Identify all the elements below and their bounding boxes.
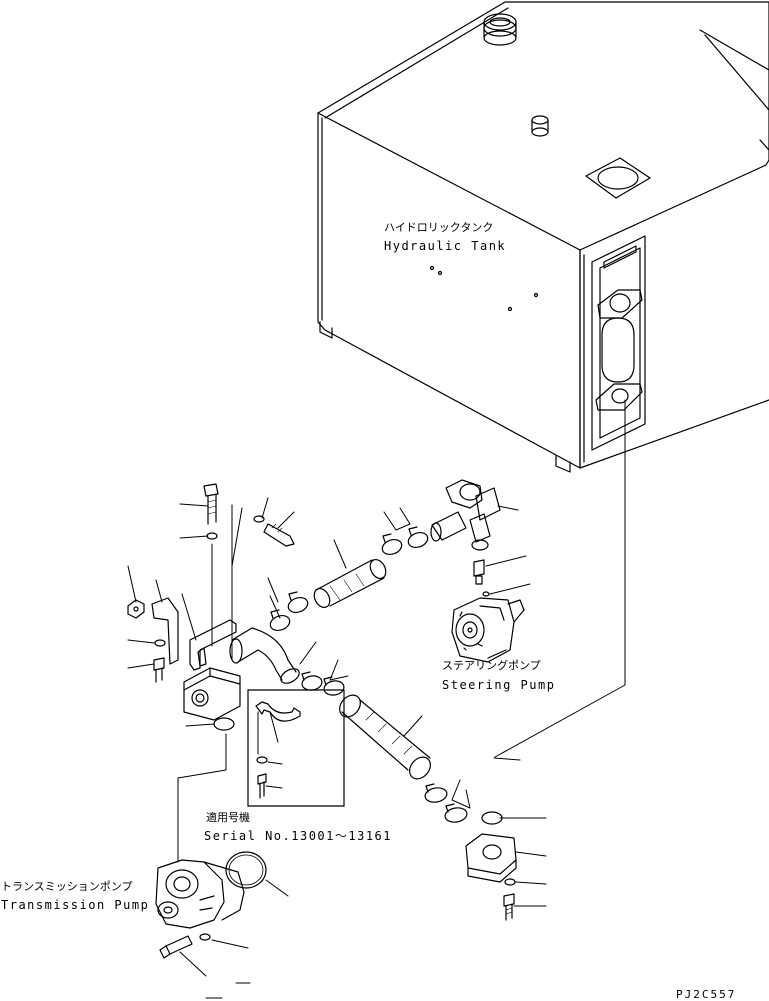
bolt-top-left <box>203 483 219 525</box>
elbow-pipe <box>229 627 300 684</box>
filler-cap <box>483 13 517 46</box>
bolt-top-mid <box>263 523 295 547</box>
serial-box <box>247 689 345 807</box>
bracket-left <box>151 597 179 665</box>
hose-clamp-lower-c <box>424 783 448 803</box>
hydraulic-tank-label-jp: ハイドロリックタンク <box>384 221 494 234</box>
breather <box>531 115 549 137</box>
hydraulic-tank-label-en: Hydraulic Tank <box>384 239 507 253</box>
figure-code: PJ2C557 <box>676 988 737 1001</box>
steering-fitting <box>473 559 485 585</box>
mounting-block <box>183 667 241 721</box>
transmission-bolt <box>159 935 193 959</box>
transmission-pump-label-jp: トランスミッションポンプ <box>1 880 133 893</box>
hose-clamp-mid-b <box>287 591 309 614</box>
serial-label-jp: 適用号機 <box>206 811 250 824</box>
steering-pump-label-jp: ステアリングポンプ <box>442 659 541 672</box>
nut-left <box>127 599 145 619</box>
flange-o-ring <box>481 811 503 825</box>
inspection-cover <box>585 157 651 199</box>
hose-clamp-mid-a <box>269 609 291 632</box>
support-bracket <box>189 619 237 671</box>
hose-clamp-upper-b <box>407 526 429 549</box>
steering-pump <box>451 597 525 663</box>
transmission-o-ring <box>225 851 267 889</box>
suction-hose-2 <box>339 694 431 780</box>
transmission-pump-label-en: Transmission Pump <box>1 898 150 912</box>
hose-clamp-upper-a <box>381 533 403 556</box>
washer-left <box>154 639 166 647</box>
flange-washer <box>504 878 516 886</box>
steering-small-o-ring <box>482 591 490 597</box>
block-o-ring <box>213 717 235 731</box>
steering-pump-label-en: Steering Pump <box>442 678 556 692</box>
hydraulic-tank <box>317 1 769 473</box>
transmission-pump <box>155 859 245 929</box>
hose-clamp-lower-b <box>323 676 345 696</box>
leader-lines <box>127 497 547 999</box>
suction-flange <box>465 833 517 883</box>
bolt-left <box>153 657 165 683</box>
transmission-washer <box>199 933 211 941</box>
hose-clamp-lower-a <box>301 671 323 691</box>
hose-clamp-lower-d <box>444 803 468 823</box>
tank-port-leader <box>494 399 626 758</box>
tank-port-panel <box>591 235 646 451</box>
washer-top-mid <box>253 515 265 523</box>
serial-label-en: Serial No.13001～13161 <box>204 829 392 843</box>
flange-bolt <box>503 893 515 921</box>
suction-hose-1 <box>313 558 387 609</box>
steering-elbow <box>430 479 501 551</box>
